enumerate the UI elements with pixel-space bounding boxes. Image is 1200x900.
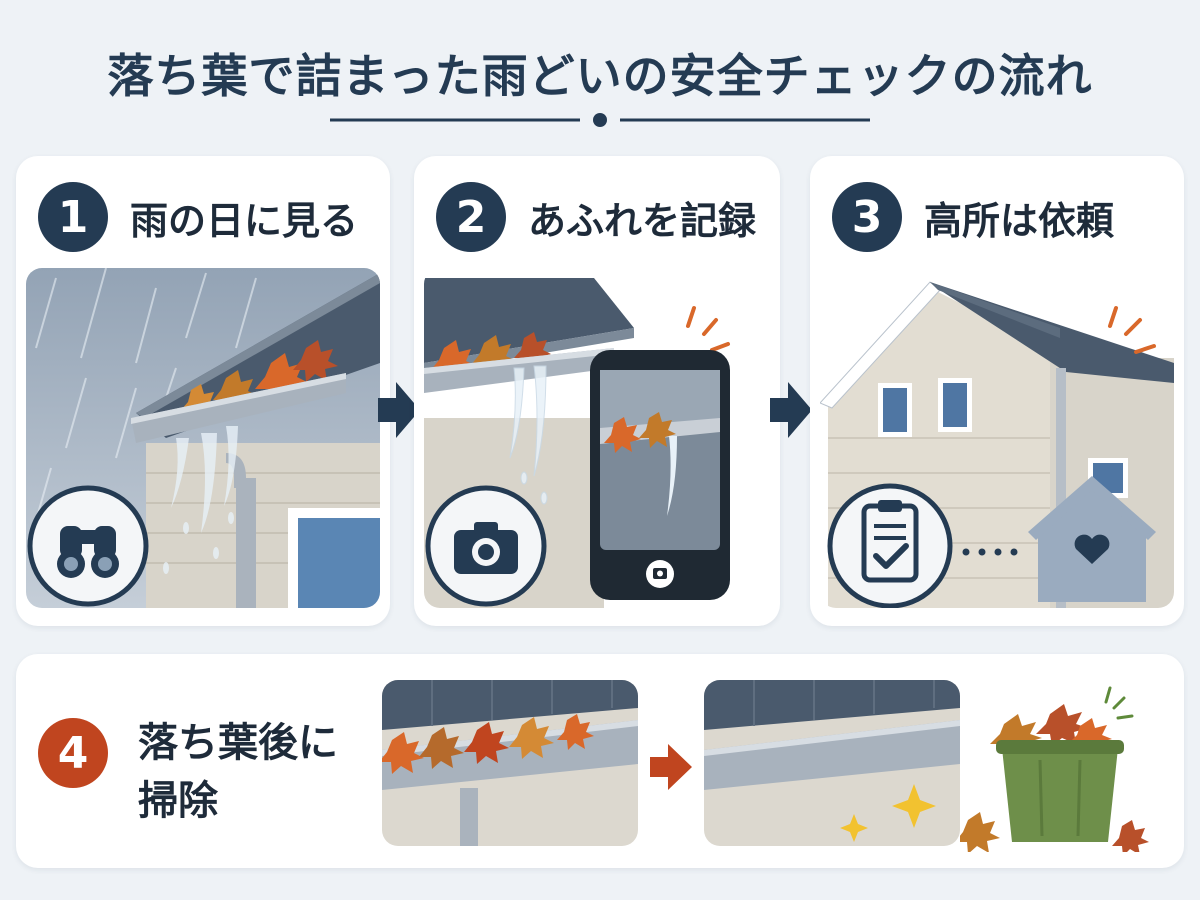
step-3-label: 高所は依頼 — [924, 198, 1115, 243]
step-2-header: 2 あふれを記録 — [436, 182, 756, 252]
clogged-gutter-illustration — [382, 680, 638, 846]
clean-gutter-illustration — [704, 680, 960, 846]
step-2-number: 2 — [436, 182, 506, 252]
step-2-illustration — [424, 268, 770, 608]
step-2-label: あふれを記録 — [528, 198, 757, 243]
heart-house-icon — [1028, 476, 1156, 602]
arrow-1-to-2 — [378, 382, 420, 438]
step-3-number: 3 — [832, 182, 902, 252]
camera-icon — [425, 485, 547, 607]
sparkle-icon — [840, 784, 936, 842]
clipboard-check-icon — [827, 483, 953, 608]
step-4-label-line2: 掃除 — [138, 778, 218, 824]
step-4-label-line1: 落ち葉後に — [138, 720, 338, 766]
trash-bin-icon — [960, 686, 1149, 852]
arrow-clean-transition — [650, 744, 692, 790]
step-1-illustration — [26, 268, 380, 608]
step-3-card: 3 高所は依頼 — [810, 156, 1184, 626]
step-4-card: 4 落ち葉後に 掃除 — [16, 654, 1184, 868]
step-4-label: 落ち葉後に 掃除 — [138, 714, 358, 830]
step-2-card: 2 あふれを記録 — [414, 156, 780, 626]
step-1-header: 1 雨の日に見る — [38, 182, 358, 252]
smartphone-icon — [590, 350, 730, 600]
page-title: 落ち葉で詰まった雨どいの安全チェックの流れ — [107, 49, 1093, 103]
step-1-card: 1 雨の日に見る — [16, 156, 390, 626]
binoculars-icon — [27, 485, 149, 607]
step-1-label: 雨の日に見る — [130, 198, 359, 243]
step-1-number: 1 — [38, 182, 108, 252]
step-3-illustration — [820, 268, 1174, 608]
step-3-header: 3 高所は依頼 — [832, 182, 1114, 252]
title-divider — [330, 113, 870, 127]
arrow-2-to-3 — [770, 382, 812, 438]
step-4-number: 4 — [38, 718, 108, 788]
